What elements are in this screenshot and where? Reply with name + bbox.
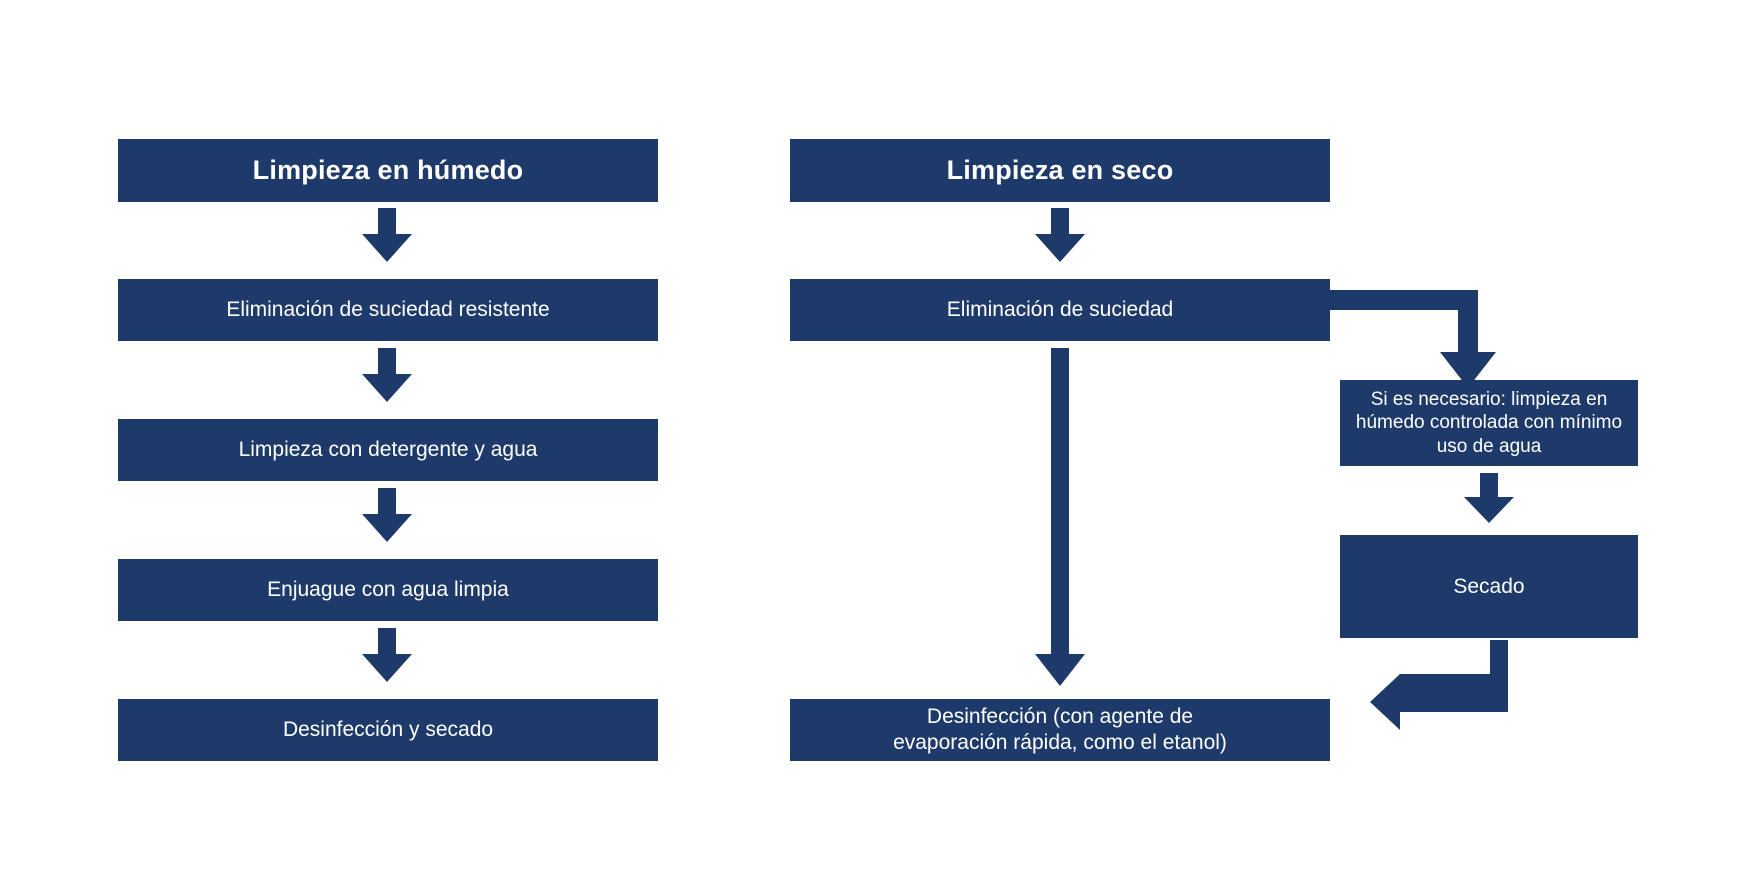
arrow-dry-step1-to-final bbox=[1028, 348, 1092, 688]
wet-cleaning-step-1-box[interactable]: Eliminación de suciedad resistente bbox=[118, 279, 658, 341]
dry-final-line-1: Desinfección (con agente de bbox=[926, 705, 1194, 729]
arrow-branch-condition-to-secado bbox=[1457, 473, 1521, 525]
dry-cleaning-final-box[interactable]: Desinfección (con agente de evaporación … bbox=[790, 699, 1330, 761]
arrow-dry-header-to-step1 bbox=[1028, 208, 1092, 264]
arrow-wet-step3-to-step4 bbox=[355, 628, 419, 684]
dry-cleaning-branch-condition-box[interactable]: Si es necesario: limpieza en húmedo cont… bbox=[1340, 380, 1638, 466]
arrow-secado-return-elbow bbox=[1370, 640, 1530, 740]
dry-cleaning-step-1-box[interactable]: Eliminación de suciedad bbox=[790, 279, 1330, 341]
arrow-wet-header-to-step1 bbox=[355, 208, 419, 264]
arrow-wet-step1-to-step2 bbox=[355, 348, 419, 404]
arrow-dry-step1-to-branch-elbow bbox=[1330, 290, 1540, 400]
wet-cleaning-step-2-box[interactable]: Limpieza con detergente y agua bbox=[118, 419, 658, 481]
arrow-wet-step2-to-step3 bbox=[355, 488, 419, 544]
wet-cleaning-step-4-box[interactable]: Desinfección y secado bbox=[118, 699, 658, 761]
wet-cleaning-header-box[interactable]: Limpieza en húmedo bbox=[118, 139, 658, 202]
dry-final-line-2: evaporación rápida, como el etanol) bbox=[893, 731, 1227, 754]
dry-cleaning-header-box[interactable]: Limpieza en seco bbox=[790, 139, 1330, 202]
wet-cleaning-step-3-box[interactable]: Enjuague con agua limpia bbox=[118, 559, 658, 621]
dry-cleaning-secado-box[interactable]: Secado bbox=[1340, 535, 1638, 638]
